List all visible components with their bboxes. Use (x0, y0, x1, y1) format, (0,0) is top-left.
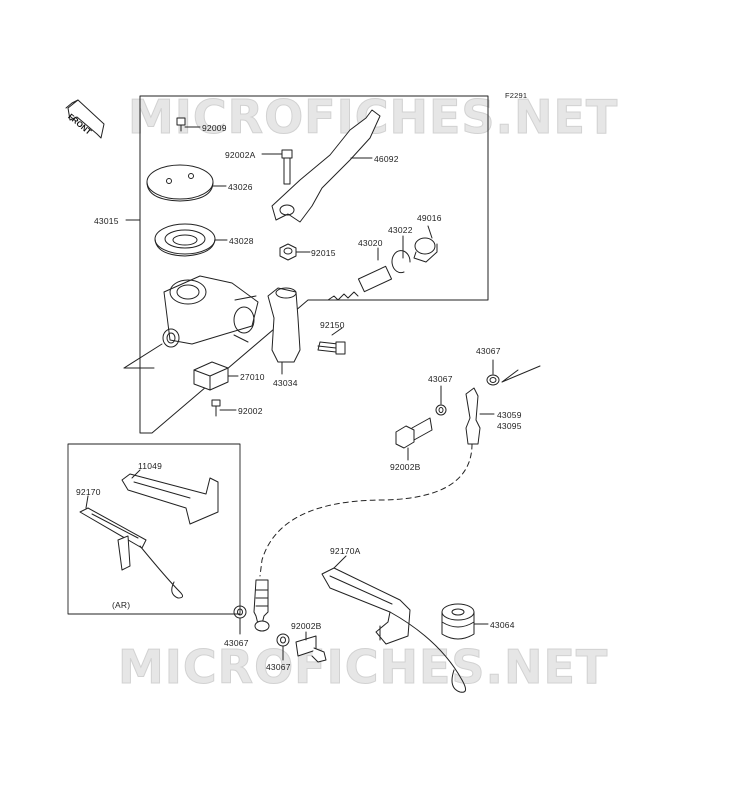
part-label-92170: 92170 (76, 487, 101, 497)
brake-lever-46092 (271, 109, 381, 223)
part-label-43034: 43034 (273, 378, 298, 388)
circlip-43022 (391, 235, 411, 274)
banjo-fitting-43059 (465, 387, 495, 445)
part-label-92002A: 92002A (225, 150, 256, 160)
part-label-43059: 43059 (497, 410, 522, 420)
figure-code: F2291 (505, 91, 528, 100)
brake-hose (259, 443, 473, 577)
washer-43067-a (486, 359, 541, 386)
part-label-43015: 43015 (94, 216, 119, 226)
reservoir-cap-43026 (146, 164, 227, 202)
washer-43067-d (276, 633, 290, 661)
part-label-43026: 43026 (228, 182, 253, 192)
part-label-46092: 46092 (374, 154, 399, 164)
part-label-92002B-b: 92002B (291, 621, 322, 631)
part-label-43095: 43095 (497, 421, 522, 431)
pivot-bolt-92002A (261, 149, 293, 185)
part-label-43020: 43020 (358, 238, 383, 248)
part-label-43067-c: 43067 (224, 638, 249, 648)
front-arrow-icon (65, 99, 105, 139)
bracket-92170 (79, 495, 184, 599)
washer-43067-b (435, 385, 447, 416)
part-label-43064: 43064 (490, 620, 515, 630)
hose-end-fitting (253, 579, 270, 632)
inset-label-ar: (AR) (112, 600, 131, 610)
nut-92015 (279, 243, 311, 261)
switch-27010 (193, 361, 239, 391)
bracket-92170A (321, 555, 466, 693)
part-label-92009: 92009 (202, 123, 227, 133)
grommet-43064 (441, 603, 489, 640)
assembly-frame (139, 95, 489, 434)
watermark-bottom: MICROFICHES.NET (117, 640, 609, 695)
part-label-92002B-a: 92002B (390, 462, 421, 472)
part-label-92150: 92150 (320, 320, 345, 330)
piston-43020 (327, 247, 393, 301)
part-label-92170A: 92170A (330, 546, 361, 556)
master-cylinder-body (162, 275, 259, 348)
part-label-27010: 27010 (240, 372, 265, 382)
holder-43034 (267, 287, 301, 375)
part-label-92002: 92002 (238, 406, 263, 416)
boot-49016 (413, 225, 438, 263)
bolt-92150 (317, 327, 346, 355)
bracket-11049 (121, 469, 219, 525)
diaphragm-43028 (154, 223, 228, 257)
ar-inset-frame (67, 443, 241, 615)
screw-92009 (176, 117, 201, 132)
part-label-11049: 11049 (138, 461, 163, 471)
part-label-92015: 92015 (311, 248, 336, 258)
bolt-92002B-a (395, 417, 433, 461)
part-label-49016: 49016 (417, 213, 442, 223)
screw-92002 (211, 399, 237, 417)
part-label-43067-d: 43067 (266, 662, 291, 672)
part-label-43067-a: 43067 (476, 346, 501, 356)
bolt-92002B-b (295, 631, 327, 663)
part-label-43022: 43022 (388, 225, 413, 235)
part-label-43028: 43028 (229, 236, 254, 246)
part-label-43067-b: 43067 (428, 374, 453, 384)
